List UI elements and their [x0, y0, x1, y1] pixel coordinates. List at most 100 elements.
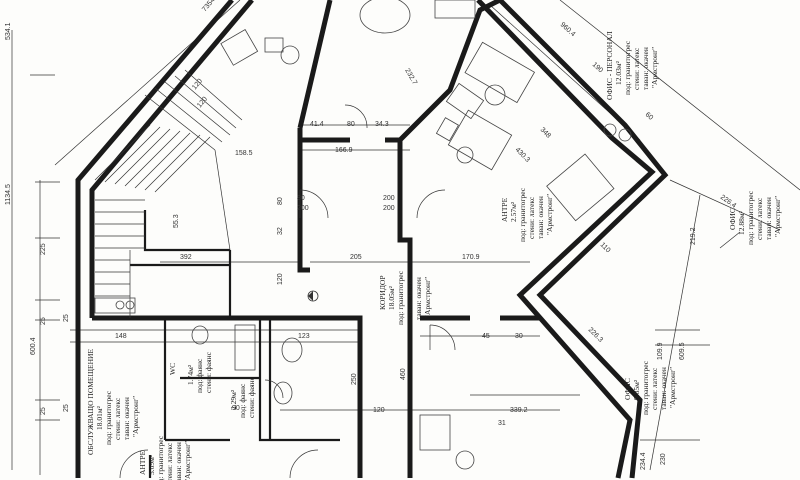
dim-label: 25	[63, 404, 70, 412]
room-area: 2.29м²	[229, 389, 238, 410]
room-walls: стени: фаянс	[204, 351, 213, 393]
dim-label: 123	[298, 333, 310, 340]
dim-label: 600.4	[30, 337, 37, 355]
room-entry2: АНТРЕ 5.09м² под: гранитогрес стени: лат…	[138, 435, 192, 480]
dim-label: 234.4	[640, 452, 647, 470]
room-walls: стени: латекс	[632, 47, 641, 90]
dim-label: 219.2	[690, 227, 697, 245]
level-marker	[307, 290, 319, 302]
dim-label: 534.1	[5, 22, 12, 40]
dim-label: 230	[660, 453, 667, 465]
room-walls: стени: латекс	[650, 367, 659, 410]
dim-label: 960.4	[559, 21, 577, 38]
room-lobby: АНТРЕ 2.57м² под: гранитогрес стени: лат…	[500, 187, 554, 242]
room-name: КОРИДОР	[378, 275, 387, 310]
dim-label: 55.3	[173, 214, 180, 228]
dim-label: 120	[373, 407, 385, 414]
room-ceiling: таван: окачен	[641, 47, 650, 90]
room-walls: стени: фаянс	[247, 376, 256, 418]
room-office-right: ОФИС 12.88м² под: гранитогрес стени: лат…	[728, 190, 782, 245]
room-corridor: КОРИДОР 18.05м² под: гранитогрес стени: …	[378, 270, 432, 325]
dim-label: 34.3	[375, 121, 389, 128]
dim-label: 200	[383, 195, 395, 202]
room-brand: "Армстронг"	[423, 277, 432, 318]
dim-label: 166.9	[335, 147, 353, 154]
room-walls: стени: латекс	[527, 196, 536, 239]
dim-label: 226.3	[587, 326, 604, 343]
room-floor: под: гранитогрес	[746, 190, 755, 245]
dim-label: 225	[40, 243, 47, 255]
room-floor: под: фаянс	[195, 358, 204, 393]
dim-label: 60	[644, 111, 655, 121]
room-floor: под: гранитогрес	[518, 187, 527, 242]
room-floor: под: гранитогрес	[104, 390, 113, 445]
room-area: 9.85м²	[632, 379, 641, 400]
room-bath: 2.29м² под: фаянс стени: фаянс	[229, 376, 256, 418]
dim-label: 30	[515, 333, 523, 340]
dim-label: 460	[400, 368, 407, 380]
dim-label: 170.9	[462, 254, 480, 261]
room-walls: стени: латекс	[405, 277, 414, 320]
room-walls: стени: латекс	[165, 442, 174, 480]
dim-label: 25	[40, 317, 47, 325]
room-brand: "Армстронг"	[650, 47, 659, 88]
dim-label: 110	[599, 241, 612, 254]
room-service: ОБСЛУЖВАЩО ПОМЕЩЕНИЕ 18.01м² под: гранит…	[86, 349, 140, 455]
room-ceiling: таван: окачен	[414, 277, 423, 320]
exterior-walls	[75, 0, 669, 479]
dim-label: 120	[191, 78, 204, 92]
room-name: ОФИС - ПЕРСОНАЛ	[605, 31, 614, 100]
room-office-top: ОФИС - ПЕРСОНАЛ 12.03м² под: гранитогрес…	[605, 31, 659, 100]
dim-label: 109.9	[657, 342, 664, 360]
room-floor: под: гранитогрес	[623, 40, 632, 95]
room-office-bottom: ОФИС 9.85м² под: гранитогрес стени: лате…	[623, 360, 677, 415]
dim-label: 80	[347, 121, 355, 128]
room-floor: под: фаянс	[238, 383, 247, 418]
dim-label: 45	[482, 333, 490, 340]
room-name: АНТРЕ	[500, 197, 509, 222]
room-ceiling: таван: окачен	[536, 196, 545, 239]
room-walls: стени: латекс	[755, 197, 764, 240]
dim-label: 31	[498, 420, 506, 427]
room-brand: "Армстронг"	[773, 196, 782, 237]
dim-label: 90	[232, 405, 240, 412]
room-name: ОФИС	[623, 378, 632, 400]
room-area: 18.05м²	[387, 285, 396, 310]
dim-label: 158.5	[235, 150, 253, 157]
room-area: 1.74м²	[186, 364, 195, 385]
room-name: ОФИС	[728, 208, 737, 230]
dim-label: 205	[350, 254, 362, 261]
room-floor: под: гранитогрес	[396, 270, 405, 325]
room-area: 5.09м²	[147, 454, 156, 475]
room-area: 18.01м²	[95, 405, 104, 430]
room-brand: "Армстронг"	[183, 441, 192, 480]
room-brand: "Армстронг"	[131, 396, 140, 437]
doors	[119, 104, 456, 479]
room-name: АНТРЕ	[138, 450, 147, 475]
dim-label: 226.4	[719, 194, 737, 210]
dim-label: 25	[40, 407, 47, 415]
room-brand: "Армстронг"	[668, 367, 677, 408]
room-ceiling: таван: окачен	[764, 197, 773, 240]
dim-label: 232.7	[403, 68, 418, 87]
furniture	[94, 0, 632, 470]
dim-label: 190	[591, 61, 604, 74]
dim-label: 609.5	[679, 342, 686, 360]
room-area: 12.03м²	[614, 60, 623, 85]
dim-label: 80	[277, 197, 284, 205]
room-ceiling: таван: окачен	[659, 367, 668, 410]
room-name: ОБСЛУЖВАЩО ПОМЕЩЕНИЕ	[86, 349, 95, 455]
dim-label: 148	[115, 333, 127, 340]
dim-label: 348	[539, 126, 552, 139]
room-wc: WC 1.74м² под: фаянс стени: фаянс	[168, 351, 213, 393]
room-ceiling: таван: окачен	[174, 442, 183, 480]
dim-label: 25	[63, 314, 70, 322]
room-floor: под: гранитогрес	[641, 360, 650, 415]
dim-label: 200	[383, 205, 395, 212]
dim-label: 1134.5	[5, 184, 12, 205]
room-floor: под: гранитогрес	[156, 435, 165, 480]
dim-label: 392	[180, 254, 192, 261]
room-name: WC	[168, 363, 177, 375]
room-brand: "Армстронг"	[545, 194, 554, 235]
